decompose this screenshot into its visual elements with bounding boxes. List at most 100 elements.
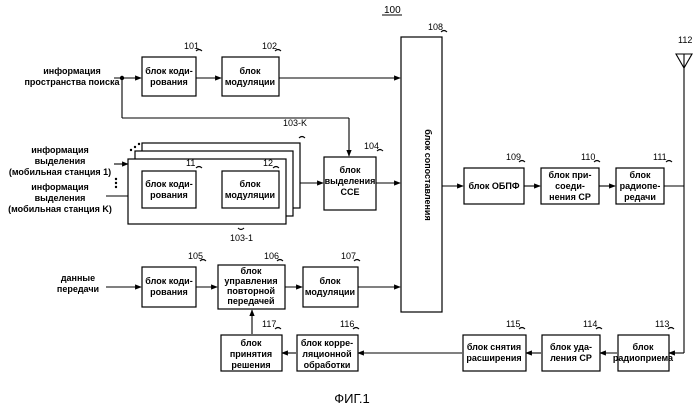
ref-number-114: 114 [583, 319, 602, 329]
svg-text:102: 102 [262, 41, 277, 51]
svg-text:109: 109 [506, 152, 521, 162]
svg-text:обработки: обработки [304, 360, 351, 370]
ref-number-102: 102 [262, 41, 281, 51]
svg-text:блок: блок [633, 342, 654, 352]
svg-text:выделения: выделения [35, 193, 86, 203]
svg-text:повторной: повторной [227, 286, 275, 296]
block-111-radio-transmitter: блок радиопе- редачи [616, 168, 664, 204]
svg-text:блок: блок [240, 179, 261, 189]
svg-text:блок: блок [241, 338, 262, 348]
svg-text:103-K: 103-K [283, 118, 307, 128]
svg-text:расширения: расширения [466, 353, 521, 363]
svg-text:блок коди-: блок коди- [145, 66, 192, 76]
svg-text:107: 107 [341, 251, 356, 261]
svg-text:блок: блок [340, 165, 361, 175]
svg-text:блок: блок [240, 66, 261, 76]
block-102-modulation: блок модуляции [222, 57, 279, 96]
svg-text:передачи: передачи [57, 284, 99, 294]
ref-number-112: 112 [678, 35, 692, 45]
svg-text:решения: решения [231, 360, 270, 370]
svg-text:блок при-: блок при- [549, 170, 592, 180]
svg-text:блок коди-: блок коди- [145, 179, 192, 189]
svg-text:модуляции: модуляции [305, 287, 355, 297]
ref-number-113: 113 [655, 319, 674, 329]
svg-text:114: 114 [583, 319, 597, 329]
block-117-decision: блок принятия решения [221, 335, 282, 371]
svg-text:(мобильная станция 1): (мобильная станция 1) [9, 167, 111, 177]
svg-text:112: 112 [678, 35, 692, 45]
svg-text:рования: рования [150, 190, 188, 200]
svg-text:информация: информация [43, 66, 100, 76]
svg-text:CCE: CCE [340, 187, 359, 197]
svg-text:выделения: выделения [35, 156, 86, 166]
svg-text:110: 110 [581, 152, 595, 162]
ref-number-111: 111 [653, 152, 672, 162]
svg-text:11: 11 [186, 158, 195, 168]
svg-text:информация: информация [31, 145, 88, 155]
figure-caption: ФИГ.1 [334, 391, 370, 406]
ref-number-116: 116 [340, 319, 359, 329]
svg-text:блок снятия: блок снятия [467, 342, 521, 352]
svg-text:111: 111 [653, 152, 667, 162]
svg-text:информация: информация [31, 182, 88, 192]
svg-text:115: 115 [506, 319, 520, 329]
svg-text:101: 101 [184, 41, 199, 51]
ref-number-101: 101 [184, 41, 202, 51]
svg-text:106: 106 [264, 251, 279, 261]
block-107-modulation: блок модуляции [303, 267, 358, 307]
ref-number-108: 108 [428, 22, 447, 32]
block-115-despreading: блок снятия расширения [463, 335, 526, 371]
block-104-cce-allocation: блок выделения CCE [324, 157, 376, 210]
block-109-ifft: блок ОБПФ [464, 168, 524, 204]
svg-text:модуляции: модуляции [225, 190, 275, 200]
ref-number-107: 107 [341, 251, 360, 261]
block-116-correlation: блок корре- ляционной обработки [297, 335, 358, 371]
svg-text:выделения: выделения [325, 176, 376, 186]
block-105-coding: блок коди- рования [142, 267, 196, 307]
svg-text:104: 104 [364, 141, 379, 151]
svg-text:рования: рования [150, 287, 188, 297]
ref-number-110: 110 [581, 152, 600, 162]
svg-text:ления СР: ления СР [550, 353, 592, 363]
svg-text:управления: управления [224, 276, 277, 286]
block-114-cp-removal: блок уда- ления СР [542, 335, 600, 371]
svg-text:блок уда-: блок уда- [550, 342, 592, 352]
svg-text:105: 105 [188, 251, 203, 261]
input-label-alloc-msk: информация выделения (мобильная станция … [8, 182, 112, 214]
block-11-coding: блок коди- рования [142, 171, 196, 208]
svg-text:блок: блок [241, 266, 262, 276]
ref-number-103-k: 103-K [283, 118, 307, 138]
block-110-cp-insertion: блок при- соеди- нения СР [541, 168, 599, 204]
input-label-search-space: информация пространства поиска [25, 66, 121, 87]
input-label-alloc-ms1: информация выделения (мобильная станция … [9, 145, 111, 177]
svg-text:(мобильная станция K): (мобильная станция K) [8, 204, 112, 214]
svg-text:108: 108 [428, 22, 443, 32]
ref-number-106: 106 [264, 251, 283, 261]
ref-number-117: 117 [262, 319, 281, 329]
svg-text:блок ОБПФ: блок ОБПФ [468, 181, 519, 191]
ref-number-109: 109 [506, 152, 525, 162]
diagram-number: 100 [384, 5, 401, 16]
svg-text:12: 12 [263, 158, 273, 168]
svg-text:редачи: редачи [624, 192, 656, 202]
block-106-retransmission-control: блок управления повторной передачей [218, 265, 285, 309]
svg-text:модуляции: модуляции [225, 77, 275, 87]
svg-text:принятия: принятия [230, 349, 272, 359]
svg-text:блок корре-: блок корре- [301, 338, 353, 348]
svg-text:данные: данные [61, 273, 95, 283]
block-12-modulation: блок модуляции [222, 171, 279, 208]
svg-text:нения СР: нения СР [549, 192, 591, 202]
svg-text:блок сопоставления: блок сопоставления [423, 129, 433, 220]
svg-text:радиопе-: радиопе- [620, 181, 661, 191]
svg-text:пространства поиска: пространства поиска [25, 77, 121, 87]
antenna-112-icon [676, 54, 692, 68]
ref-number-103-1: 103-1 [230, 228, 253, 243]
svg-text:116: 116 [340, 319, 354, 329]
svg-text:блок: блок [320, 276, 341, 286]
svg-text:117: 117 [262, 319, 276, 329]
block-113-radio-receiver: блок радиоприема [613, 335, 674, 371]
svg-text:блок: блок [630, 170, 651, 180]
svg-text:103-1: 103-1 [230, 233, 253, 243]
